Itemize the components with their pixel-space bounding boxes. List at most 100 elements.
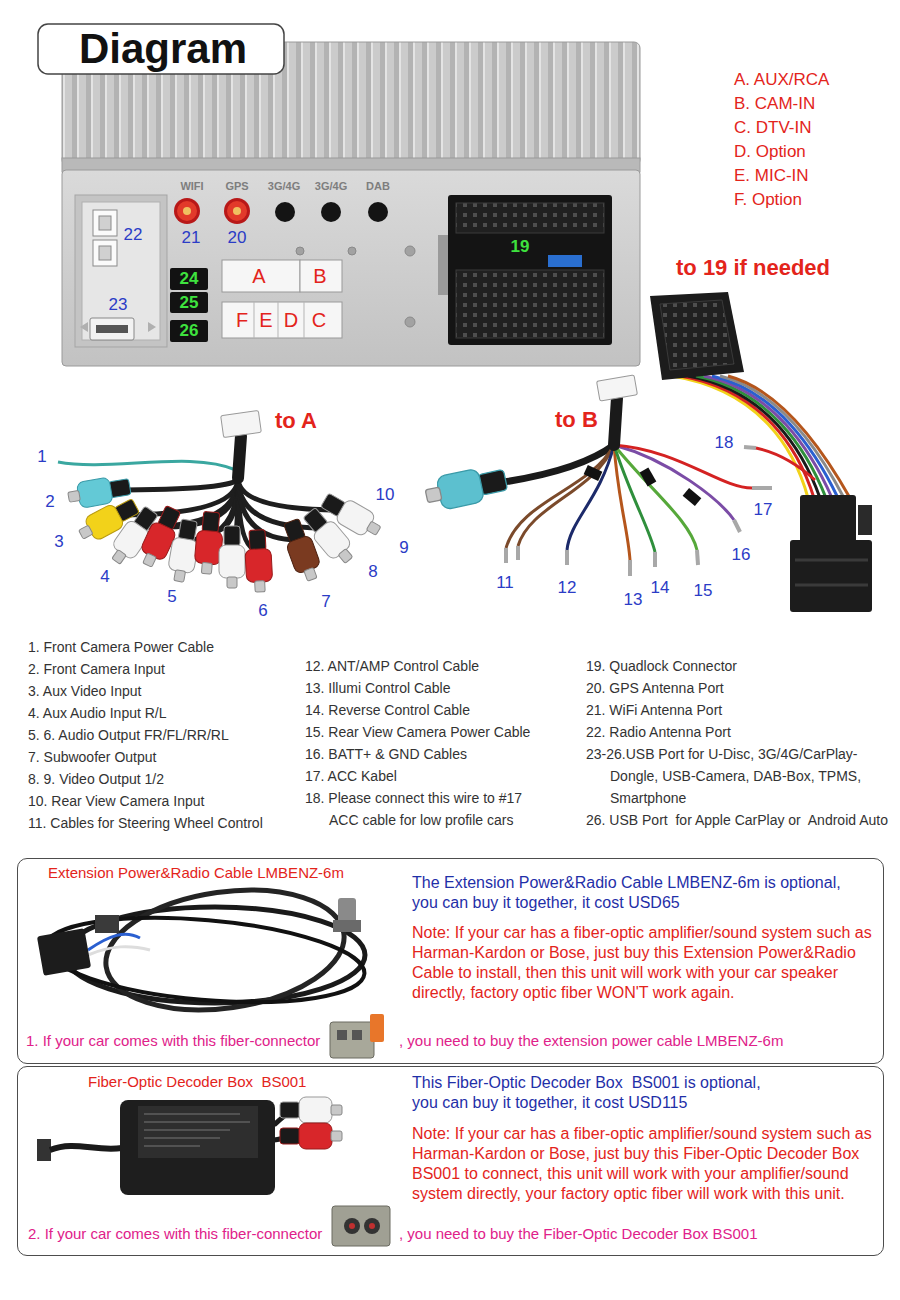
text-slot: 2. Front Camera Input [28, 658, 165, 680]
iso-harness [800, 495, 856, 545]
text-slot: Fiber-Optic Decoder Box BS001 [88, 1073, 306, 1091]
text-slot: F. Option [734, 190, 802, 210]
text-slot: B [313, 264, 326, 288]
usb-port [96, 325, 128, 333]
text-slot: 15. Rear View Camera Power Cable [305, 721, 530, 743]
decoder-box-illustration [37, 1097, 342, 1195]
radio-antenna-port [93, 210, 117, 266]
text-slot: DAB [366, 180, 390, 193]
connector-key-item: F. Option [734, 190, 802, 210]
rca-plug [280, 1123, 342, 1149]
connector-letter: F [236, 308, 248, 332]
control-harness [567, 445, 614, 550]
callout-number: 12 [558, 578, 577, 598]
decoder-box-illustration [144, 1114, 240, 1115]
text-slot: , you need to buy the Fiber-Optic Decode… [399, 1225, 758, 1243]
text-slot: WIFI [180, 180, 203, 193]
part-list-item: 22. Radio Antenna Port [586, 721, 731, 743]
extension-cable-illustration [333, 920, 361, 932]
decoder-box-illustration [138, 1106, 258, 1158]
antenna-bracket [75, 195, 167, 347]
callout-number: 6 [258, 601, 267, 621]
part-list-item: 1. Front Camera Power Cable [28, 636, 214, 658]
text-slot: C [312, 308, 326, 332]
rca-plug [244, 529, 273, 592]
extension-cable-illustration [37, 928, 91, 976]
rca-plug [219, 526, 245, 588]
fiber-connector [349, 1223, 355, 1229]
control-harness [734, 520, 740, 532]
text-slot: 25 [180, 293, 199, 313]
callout-number: 1 [37, 447, 46, 467]
gps-antenna-port [233, 207, 241, 215]
text-slot: 7 [321, 592, 330, 612]
wifi-antenna-port [177, 201, 197, 221]
text-slot: 10. Rear View Camera Input [28, 790, 204, 812]
control-harness [614, 398, 617, 445]
control-harness [614, 445, 655, 552]
gps-antenna-port [224, 198, 250, 224]
antenna-hole [368, 202, 388, 222]
text-slot: 11. Cables for Steering Wheel Control [28, 812, 263, 834]
iso-harness [720, 376, 844, 498]
option-panel: Extension Power&Radio Cable LMBENZ-6mThe… [17, 858, 884, 1064]
control-harness [504, 548, 508, 563]
diagram-title: Diagram [79, 24, 247, 74]
panel-heading: Extension Power&Radio Cable LMBENZ-6m [48, 864, 344, 882]
option-panel: Fiber-Optic Decoder Box BS001This Fiber-… [17, 1066, 884, 1256]
text-slot: 2. If your car comes with this fiber-con… [28, 1225, 322, 1243]
rca-plug [423, 463, 509, 513]
wifi-antenna-port [183, 207, 191, 215]
connector-letter: A [252, 264, 265, 288]
text-slot: 26 [180, 321, 199, 341]
callout-number: 20 [228, 228, 247, 248]
iso-harness [660, 300, 734, 370]
control-harness [640, 468, 657, 487]
text-slot: 3. Aux Video Input [28, 680, 141, 702]
callout-number: 4 [100, 567, 109, 587]
text-slot: E [259, 308, 272, 332]
head-unit-chassis [62, 170, 640, 366]
text-slot: 3G/4G [315, 180, 347, 193]
part-list-item: 23-26.USB Port for U-Disc, 3G/4G/CarPlay… [586, 743, 886, 809]
quadlock-socket [548, 255, 582, 267]
control-harness [628, 560, 632, 576]
antenna-bracket [82, 202, 160, 340]
iso-harness [728, 376, 850, 498]
head-unit-chassis [405, 317, 415, 327]
text-slot: 6 [258, 601, 267, 621]
text-slot: 23-26.USB Port for U-Disc, 3G/4G/CarPlay… [586, 743, 886, 809]
part-list-item: 4. Aux Audio Input R/L [28, 702, 167, 724]
rca-socket-block [300, 260, 342, 292]
extension-cable-illustration [95, 915, 119, 933]
text-slot: 16. BATT+ & GND Cables [305, 743, 467, 765]
panel-instruction: 2. If your car comes with this fiber-con… [28, 1225, 322, 1243]
text-slot: 22 [124, 225, 143, 245]
usb-port [90, 318, 134, 340]
gps-antenna-port [224, 198, 250, 224]
callout-number: 23 [109, 295, 128, 315]
text-slot: 1. If your car comes with this fiber-con… [26, 1032, 320, 1050]
rca-socket-block [222, 302, 342, 338]
fiber-connector [352, 1030, 362, 1040]
port-marking: GPS [225, 180, 248, 193]
part-list-item: 8. 9. Video Output 1/2 [28, 768, 164, 790]
text-slot: 17 [754, 500, 773, 520]
quadlock-socket [456, 203, 604, 233]
text-slot: 12. ANT/AMP Control Cable [305, 655, 479, 677]
text-slot: to B [555, 407, 598, 433]
usb-socket [170, 268, 208, 290]
part-list-item: 17. ACC Kabel [305, 765, 397, 787]
connection-note: to B [555, 407, 598, 433]
callout-number: 13 [624, 590, 643, 610]
extension-cable-illustration [88, 947, 150, 955]
text-slot: 14 [651, 578, 670, 598]
decoder-box-illustration [144, 1130, 230, 1131]
decoder-box-illustration [120, 1100, 275, 1195]
text-slot: 4 [100, 567, 109, 587]
part-list-item: 10. Rear View Camera Input [28, 790, 204, 812]
connector-key-item: B. CAM-IN [734, 94, 815, 114]
text-slot: 21 [182, 228, 201, 248]
radio-antenna-port [93, 240, 117, 266]
panel-text: The Extension Power&Radio Cable LMBENZ-6… [412, 873, 857, 913]
